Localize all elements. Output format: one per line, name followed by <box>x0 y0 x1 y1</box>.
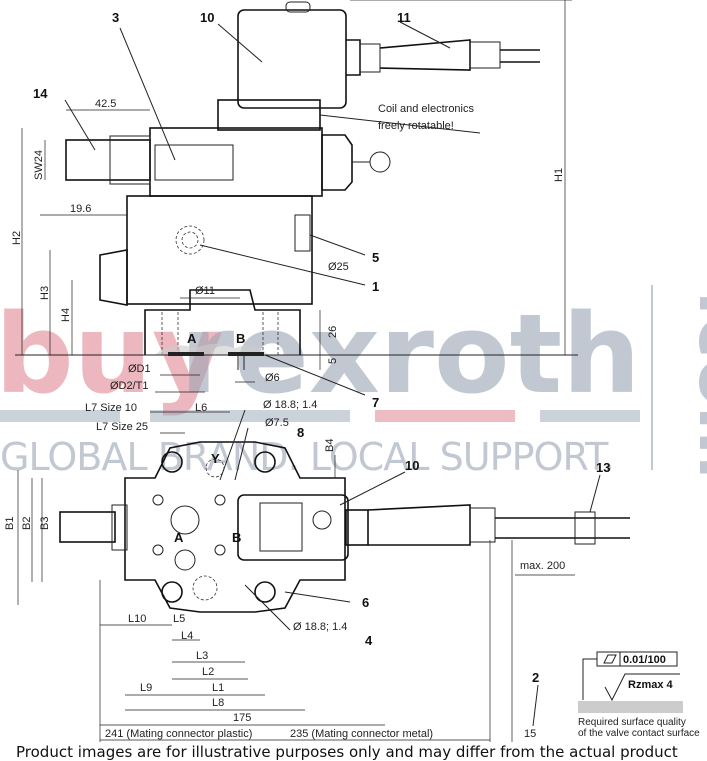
port-a-plan: A <box>174 530 184 545</box>
watermark-com: .com <box>683 290 707 479</box>
dim-l5: L5 <box>173 613 185 625</box>
port-b-plan: B <box>232 530 241 545</box>
surface-note-line2: of the valve contact surface <box>578 728 700 739</box>
dim-sw24: SW24 <box>33 150 45 180</box>
watermark: buy rexroth GLOBAL BRAND. LOCAL SUPPORT.… <box>0 285 707 479</box>
dim-max200: max. 200 <box>520 560 565 572</box>
dim-235: 235 (Mating connector metal) <box>290 728 433 740</box>
flatness-value: 0.01/100 <box>623 654 666 666</box>
callout-3: 3 <box>112 10 119 25</box>
dim-h3: H3 <box>39 286 51 300</box>
callout-11: 11 <box>397 10 411 25</box>
roughness-value: Rzmax 4 <box>628 679 674 691</box>
dim-b3: B3 <box>39 517 51 530</box>
callout-10-plan: 10 <box>405 458 419 473</box>
dim-b1: B1 <box>4 517 16 530</box>
side-view: 3 10 11 14 5 1 7 Coil and electronics fr… <box>11 0 578 410</box>
port-b-side: B <box>236 331 245 346</box>
callout-8: 8 <box>297 425 304 440</box>
callout-13: 13 <box>596 460 610 475</box>
dim-175: 175 <box>233 712 251 724</box>
dim-b4: B4 <box>324 439 336 452</box>
disclaimer-footer: Product images are for illustrative purp… <box>16 743 678 761</box>
surface-quality-symbol: 0.01/100 Rzmax 4 Required surface qualit… <box>578 651 700 739</box>
dim-d6: Ø6 <box>265 372 280 384</box>
dim-l1: L1 <box>212 682 224 694</box>
dim-d25: Ø25 <box>328 261 349 273</box>
callout-10: 10 <box>200 10 214 25</box>
dim-b2: B2 <box>21 517 33 530</box>
dim-h4: H4 <box>60 308 72 322</box>
dim-l7-size25: L7 Size 25 <box>96 421 148 433</box>
dim-d11: Ø11 <box>195 285 215 297</box>
dim-h2: H2 <box>11 231 23 245</box>
note-coil-line1: Coil and electronics <box>378 103 474 115</box>
note-coil-line2: freely rotatable! <box>378 120 454 132</box>
dim-5: 5 <box>327 358 339 364</box>
dim-d18-8-top: Ø 18.8; 1.4 <box>263 399 317 411</box>
surface-note-line1: Required surface quality <box>578 717 686 728</box>
dim-l4: L4 <box>181 630 193 642</box>
dim-od2-t1: ØD2/T1 <box>110 380 149 392</box>
dim-l10: L10 <box>128 613 146 625</box>
watermark-tagline: GLOBAL BRAND. LOCAL SUPPORT. <box>0 435 615 479</box>
callout-1: 1 <box>372 279 379 294</box>
dim-l2: L2 <box>202 666 214 678</box>
dim-42-5: 42.5 <box>95 98 116 110</box>
port-y: Y <box>211 451 220 466</box>
dim-d7-5: Ø7.5 <box>265 417 289 429</box>
dim-l6: L6 <box>195 402 207 414</box>
dim-241: 241 (Mating connector plastic) <box>105 728 252 740</box>
dim-26: 26 <box>327 326 339 338</box>
dim-l8: L8 <box>212 697 224 709</box>
port-a-side: A <box>187 331 197 346</box>
dim-l9: L9 <box>140 682 152 694</box>
dim-od1: ØD1 <box>128 363 151 375</box>
callout-4: 4 <box>365 633 373 648</box>
callout-7: 7 <box>372 395 379 410</box>
callout-14: 14 <box>33 86 48 101</box>
dim-h1: H1 <box>553 168 565 182</box>
dim-l7-size10: L7 Size 10 <box>85 402 137 414</box>
dim-19-6: 19.6 <box>70 203 91 215</box>
dim-d18-8-bottom: Ø 18.8; 1.4 <box>293 621 347 633</box>
dim-l3: L3 <box>196 650 208 662</box>
dim-15: 15 <box>524 728 536 740</box>
callout-6: 6 <box>362 595 369 610</box>
callout-5: 5 <box>372 250 379 265</box>
plan-view: L7 Size 10 L6 L7 Size 25 Ø 18.8; 1.4 Ø7.… <box>4 399 630 742</box>
callout-2: 2 <box>532 670 539 685</box>
